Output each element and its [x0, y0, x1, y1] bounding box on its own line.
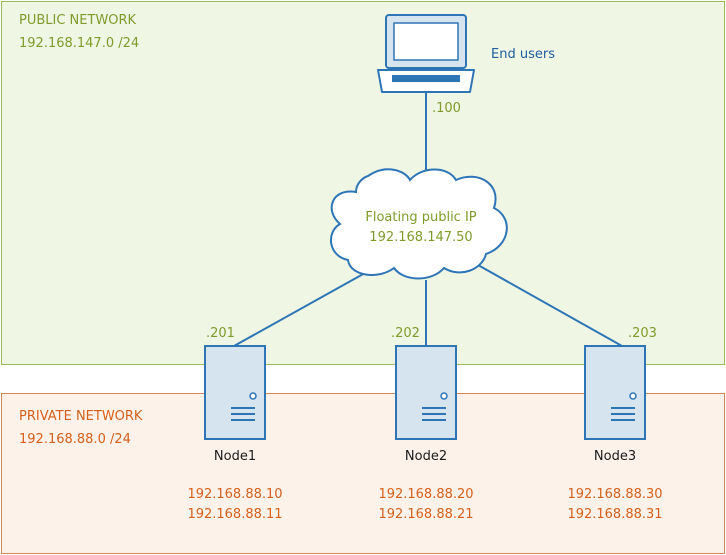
- end-users-label: End users: [491, 47, 555, 62]
- node3-name: Node3: [593, 449, 637, 464]
- link-cloud-node1: [233, 272, 366, 347]
- node1-private-ip-2: 192.168.88.11: [187, 507, 283, 522]
- server-icon: [584, 345, 646, 440]
- link-cloud-node3: [477, 264, 623, 347]
- floating-ip-label: Floating public IP: [365, 210, 477, 225]
- node2-name: Node2: [404, 449, 448, 464]
- private-network-title: PRIVATE NETWORK: [19, 409, 143, 424]
- cloud-icon: [330, 168, 508, 280]
- end-users-ip-suffix: .100: [432, 101, 461, 116]
- private-network-subnet: 192.168.88.0 /24: [19, 432, 131, 447]
- node3-private-ip-1: 192.168.88.30: [567, 487, 663, 502]
- node3-private-ip-2: 192.168.88.31: [567, 507, 663, 522]
- laptop-icon: [377, 14, 475, 93]
- node1-public-suffix: .201: [206, 326, 235, 341]
- node2-public-suffix: .202: [391, 326, 420, 341]
- server-icon: [395, 345, 457, 440]
- floating-ip-address: 192.168.147.50: [369, 230, 473, 245]
- server-icon: [204, 345, 266, 440]
- node2-private-ip-1: 192.168.88.20: [378, 487, 474, 502]
- node1-private-ip-1: 192.168.88.10: [187, 487, 283, 502]
- node3-public-suffix: .203: [628, 326, 657, 341]
- node2-private-ip-2: 192.168.88.21: [378, 507, 474, 522]
- node1-name: Node1: [213, 449, 257, 464]
- public-network-title: PUBLIC NETWORK: [19, 13, 137, 28]
- public-network-subnet: 192.168.147.0 /24: [19, 36, 140, 51]
